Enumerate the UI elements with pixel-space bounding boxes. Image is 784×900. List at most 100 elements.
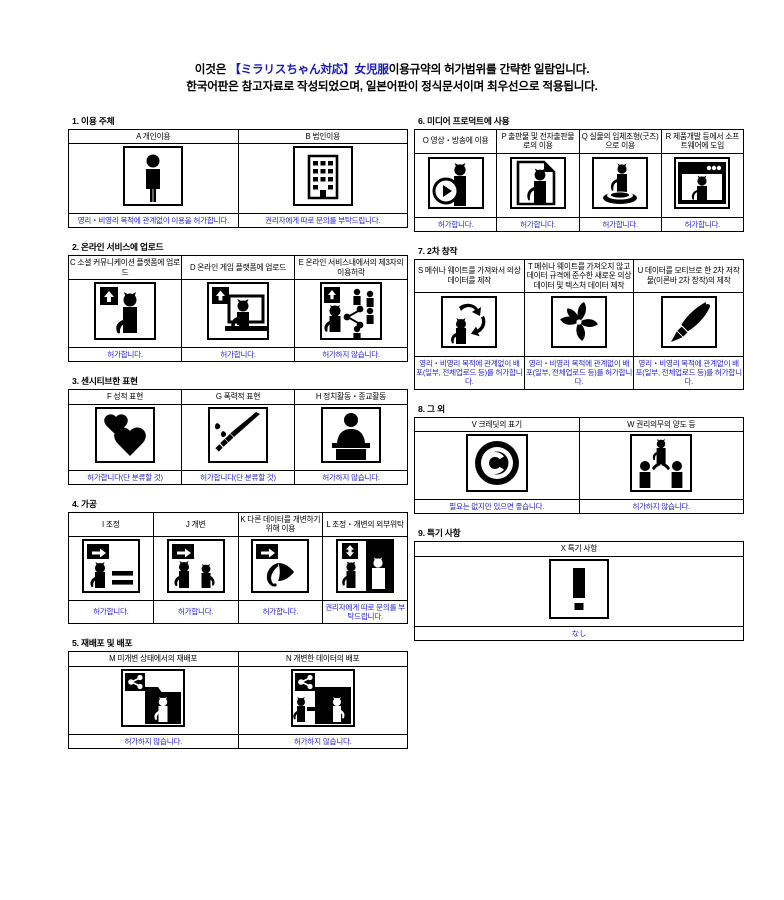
- header-row: M 미개변 상태에서의 재배포 N 개변한 데이터의 배포: [68, 651, 408, 667]
- section-7: 7. 2차 창작 S 메쉬나 웨이트를 가져와서 의상 데이터를 제작 T 메쉬…: [414, 244, 744, 390]
- cell-header-N: N 개변한 데이터의 배포: [237, 651, 408, 667]
- section-6-title: 6. 미디어 프로덕트에 사용: [418, 115, 510, 126]
- icon-row: [414, 555, 744, 627]
- hearts-icon: [95, 406, 155, 463]
- cell-header-H: H 정치활동・종교활동: [294, 389, 408, 405]
- cat-recycle-icon: [441, 296, 498, 349]
- cell-icon-I: [68, 535, 154, 601]
- cell-header-V: V 크레딧의 표기: [414, 416, 580, 433]
- cell-icon-N: [237, 665, 408, 735]
- header-row: V 크레딧의 표기 W 권리의무의 양도 등: [414, 416, 744, 433]
- person-icon: [123, 146, 184, 207]
- right-column: 6. 미디어 프로덕트에 사용 O 영상・방송에 이용 P 출판물 및 전자출판…: [413, 114, 745, 761]
- cell-icon-F: [68, 403, 182, 471]
- cell-note-B: 권리자에게 따로 문의를 부탁드립니다.: [237, 213, 408, 229]
- section-6: 6. 미디어 프로덕트에 사용 O 영상・방송에 이용 P 출판물 및 전자출판…: [413, 114, 745, 232]
- cell-note-U: 영리・비영리 목적에 관계없이 배포(일부, 전체업로드 등)를 허가합니다.: [633, 356, 744, 390]
- note-row: 영리・비영리 목적에 관계없이 배포(일부, 전체업로드 등)를 허가합니다. …: [414, 356, 744, 390]
- icon-row: [413, 152, 745, 218]
- icon-row: [68, 403, 408, 471]
- cell-note-Q: 허가합니다.: [578, 216, 662, 232]
- section-9-table: X 특기 사항 なし: [414, 541, 744, 641]
- cell-note-I: 허가합니다.: [68, 599, 154, 625]
- header-row: F 성적 표현 G 폭력적 표현 H 정치활동・종교활동: [68, 389, 408, 405]
- icon-row: [414, 431, 744, 501]
- cell-icon-G: [181, 403, 295, 471]
- header-row: C 소셜 커뮤니케이션 플랫폼에 업로드 D 온라인 게임 플랫폼에 업로드 E…: [68, 255, 408, 281]
- cell-header-U: U 데이터를 모티브로 한 2차 저작물(이른바 2차 창작)의 제작: [633, 258, 744, 294]
- cell-header-A: A 개인이용: [68, 128, 239, 145]
- cell-header-C: C 소셜 커뮤니케이션 플랫폼에 업로드: [68, 255, 182, 281]
- share-folder-cat-icon: [121, 668, 186, 727]
- section-3: 3. 센시티브한 표현 F 성적 표현 G 폭력적 표현 H 정치활동・종교활동: [68, 374, 408, 485]
- note-row: 필요는 없지만 있으면 좋습니다. 허가하지 않습니다.: [414, 499, 744, 515]
- cat-document-icon: [509, 156, 566, 209]
- cell-note-C: 허가합니다.: [68, 347, 182, 363]
- upload-cat-share-people-icon: [320, 282, 382, 341]
- note-row: 허가합니다. 허가합니다. 허가합니다. 권리자에게 따로 문의를 부탁드립니다…: [68, 599, 408, 625]
- cat-outsource-icon: [336, 538, 395, 593]
- cell-note-H: 허가하지 않습니다.: [294, 469, 408, 485]
- header-row: X 특기 사항: [414, 541, 744, 557]
- cell-icon-J: [152, 535, 239, 601]
- cell-icon-E: [294, 279, 408, 349]
- section-3-title: 3. 센시티브한 표현: [72, 376, 138, 387]
- upload-cat-icon: [94, 282, 156, 341]
- section-7-table: S 메쉬나 웨이트를 가져와서 의상 데이터를 제작 T 메쉬나 웨이트를 가져…: [414, 258, 744, 390]
- cell-note-E: 허가하지 않습니다.: [294, 347, 408, 363]
- cell-note-N: 허가하지 않습니다.: [237, 733, 408, 749]
- section-4: 4. 가공 I 조정 J 개변 K 다른 데이터를 개변하기 위해 이용 L 조…: [68, 497, 408, 625]
- cell-note-T: 영리・비영리 목적에 관계없이 배포(일부, 전체업로드 등)를 허가합니다.: [523, 356, 635, 390]
- cell-icon-X: [414, 555, 744, 627]
- cell-note-J: 허가합니다.: [152, 599, 239, 625]
- cell-header-W: W 권리의무의 양도 등: [578, 416, 744, 433]
- arrow-ribbon-icon: [251, 538, 310, 593]
- note-row: 허가하지 않습니다. 허가하지 않습니다.: [68, 733, 408, 749]
- cell-icon-M: [68, 665, 239, 735]
- cell-header-Q: Q 실물의 입체조형(굿즈)으로 이용: [578, 128, 662, 154]
- header-row: S 메쉬나 웨이트를 가져와서 의상 데이터를 제작 T 메쉬나 웨이트를 가져…: [414, 258, 744, 294]
- cell-icon-H: [294, 403, 408, 471]
- cell-icon-Q: [578, 152, 662, 218]
- cell-header-E: E 온라인 서비스내에서의 제3자의 이용허락: [294, 255, 408, 281]
- section-8: 8. 그 외 V 크레딧의 표기 W 권리의무의 양도 등: [414, 402, 744, 515]
- share-cat-modified-icon: [290, 668, 355, 727]
- cell-icon-A: [68, 143, 239, 215]
- cell-note-W: 허가하지 않습니다.: [578, 499, 744, 515]
- cell-icon-O: [413, 152, 498, 218]
- header-row: A 개인이용 B 법인이용: [68, 128, 408, 145]
- transfer-people-icon: [630, 434, 693, 493]
- cell-icon-S: [414, 292, 525, 358]
- cell-icon-D: [181, 279, 295, 349]
- podium-speaker-icon: [321, 406, 381, 463]
- section-4-title: 4. 가공: [72, 498, 97, 509]
- cell-note-O: 허가합니다.: [413, 216, 498, 232]
- title-line-1-prefix: 이것은: [194, 63, 227, 76]
- section-9-title: 9. 특기 사항: [418, 528, 461, 539]
- cell-header-R: R 제품개발 등에서 소프트웨어에 도입: [660, 128, 745, 154]
- section-1-title: 1. 이용 주체: [72, 115, 115, 126]
- cell-icon-L: [322, 535, 408, 601]
- section-9: 9. 특기 사항 X 특기 사항 なし: [414, 526, 744, 641]
- cell-icon-W: [578, 431, 744, 501]
- building-icon: [292, 146, 353, 207]
- cell-icon-B: [237, 143, 408, 215]
- icon-row: [68, 665, 408, 735]
- cell-icon-C: [68, 279, 182, 349]
- section-1-table: A 개인이용 B 법인이용: [68, 128, 408, 229]
- icon-row: [68, 143, 408, 215]
- note-row: 허가합니다. 허가합니다. 허가합니다. 허가합니다.: [413, 216, 745, 232]
- section-4-table: I 조정 J 개변 K 다른 데이터를 개변하기 위해 이용 L 조정・개변의 …: [68, 511, 408, 625]
- cell-header-S: S 메쉬나 웨이트를 가져와서 의상 데이터를 제작: [414, 258, 525, 294]
- section-8-table: V 크레딧의 표기 W 권리의무의 양도 등: [414, 416, 744, 515]
- cell-note-D: 허가합니다.: [181, 347, 295, 363]
- cell-header-J: J 개변: [152, 511, 239, 537]
- content-columns: 1. 이용 주체 A 개인이용 B 법인이용: [0, 96, 784, 761]
- cell-note-S: 영리・비영리 목적에 관계없이 배포(일부, 전체업로드 등)를 허가합니다.: [414, 356, 525, 390]
- cell-icon-U: [633, 292, 744, 358]
- cell-note-A: 영리・비영리 목적에 관계없이 이용을 허가합니다.: [68, 213, 239, 229]
- title-line-2: 한국어판은 참고자료로 작성되었으며, 일본어판이 정식문서이며 최우선으로 적…: [186, 79, 598, 93]
- brush-pen-icon: [660, 296, 717, 349]
- cell-icon-T: [523, 292, 635, 358]
